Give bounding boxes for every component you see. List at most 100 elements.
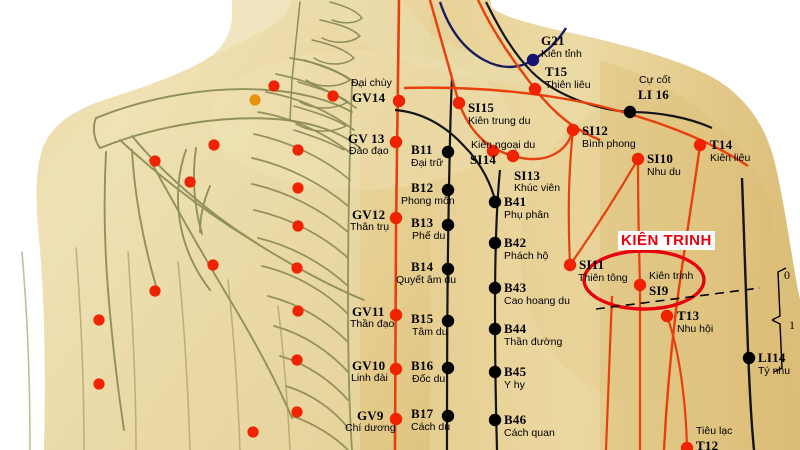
acupoint-dot-gv11[interactable] xyxy=(389,308,403,322)
acupoint-dot-b17[interactable] xyxy=(441,409,455,423)
meridian-red-t13-down xyxy=(665,315,689,449)
acupoint-dot-unlabeled[interactable] xyxy=(93,378,105,390)
acupoint-code-label: SI12 xyxy=(582,123,609,138)
acupoint-dot-gv9[interactable] xyxy=(389,412,403,426)
acupoint-code-label: T14 xyxy=(710,137,733,152)
acupoint-dot-unlabeled[interactable] xyxy=(208,139,220,151)
acupoint-dot-b41[interactable] xyxy=(488,195,502,209)
acupoint-code-label: T12 xyxy=(696,438,719,450)
acupoint-name-label: Chí dương xyxy=(345,422,396,434)
meridian-red-arm-lateral xyxy=(604,295,614,450)
acupoint-dot-b43[interactable] xyxy=(488,281,502,295)
acupoint-dot-si11[interactable] xyxy=(563,258,577,272)
acupoint-dot-b42[interactable] xyxy=(488,236,502,250)
acupoint-code-label: B11 xyxy=(411,142,433,157)
acupoint-name-label: Thần đạo xyxy=(350,318,395,330)
acupoint-dot-unlabeled[interactable] xyxy=(268,80,280,92)
acupoint-name-label: Phụ phân xyxy=(504,209,549,221)
meridian-black-arm xyxy=(740,177,756,450)
acupoint-dot-unlabeled[interactable] xyxy=(93,314,105,326)
acupoint-dot-unlabeled[interactable] xyxy=(291,354,303,366)
acupoint-name-label: Phế du xyxy=(412,230,446,242)
acupoint-name-label: Đốc du xyxy=(412,373,446,385)
acupoint-dot-b12[interactable] xyxy=(441,183,455,197)
acupoint-name-label: Khúc viên xyxy=(514,182,561,194)
meridian-red-si10-si9 xyxy=(636,158,642,286)
acupoint-dot-unlabeled[interactable] xyxy=(249,94,261,106)
acupoint-dot-unlabeled[interactable] xyxy=(291,262,303,274)
acupoint-dot-t13[interactable] xyxy=(660,309,674,323)
acupoint-dot-b13[interactable] xyxy=(441,218,455,232)
acupoint-dot-unlabeled[interactable] xyxy=(292,144,304,156)
acupoint-code-label: B17 xyxy=(411,406,434,421)
acupoint-code-label: GV11 xyxy=(352,304,385,319)
acupoint-code-label: B43 xyxy=(504,280,527,295)
acupoint-dot-t14[interactable] xyxy=(693,138,707,152)
acupoint-dot-si12[interactable] xyxy=(566,123,580,137)
acupoint-code-label: SI14 xyxy=(470,152,497,167)
acupoint-code-label: B44 xyxy=(504,321,527,336)
acupoint-dot-unlabeled[interactable] xyxy=(292,220,304,232)
acupoint-dot-gv14[interactable] xyxy=(392,94,406,108)
acupoint-name-label: Thiên liêu xyxy=(545,79,591,91)
acupoint-dot-unlabeled[interactable] xyxy=(184,176,196,188)
acupoint-code-label: T13 xyxy=(677,308,700,323)
acupoint-code-label: B12 xyxy=(411,180,434,195)
acupoint-dot-b46[interactable] xyxy=(488,413,502,427)
acupoint-dot-si13[interactable] xyxy=(506,149,520,163)
acupoint-dot-b15[interactable] xyxy=(441,314,455,328)
acupoint-dot-unlabeled[interactable] xyxy=(291,406,303,418)
acupoint-dot-t15[interactable] xyxy=(528,82,542,96)
acupoint-dot-gv13[interactable] xyxy=(389,135,403,149)
acupoint-name-label: Đào đạo xyxy=(349,145,389,157)
acupoint-name-label: Y hy xyxy=(504,379,525,391)
acupoint-code-label: SI9 xyxy=(649,283,669,298)
acupoint-dot-b45[interactable] xyxy=(488,365,502,379)
acupoint-dot-b44[interactable] xyxy=(488,322,502,336)
acupoint-dot-li14[interactable] xyxy=(742,351,756,365)
acupoint-name-label: Tý nhu xyxy=(758,365,791,377)
acupoint-dot-li16[interactable] xyxy=(623,105,637,119)
acupoint-dot-si15[interactable] xyxy=(452,96,466,110)
acupoint-name-label: Nhu du xyxy=(647,166,681,178)
acupoint-dot-b11[interactable] xyxy=(441,145,455,159)
acupoint-dot-si9[interactable] xyxy=(633,278,647,292)
meridian-red-si11-si10 xyxy=(569,158,639,266)
acupoint-code-label: G21 xyxy=(541,33,565,48)
acupoint-code-label: LI 16 xyxy=(638,87,669,102)
acupoint-dot-b14[interactable] xyxy=(441,262,455,276)
acupoint-name-label: Thiên tông xyxy=(578,272,628,284)
acupoint-dot-si14[interactable] xyxy=(486,144,500,158)
kien-trinh-callout: KIÊN TRINH xyxy=(618,231,715,250)
acupoint-name-label: Cự cốt xyxy=(639,74,671,86)
acupoint-name-label: Phong môn xyxy=(401,195,455,207)
acupoint-name-label: Cách quan xyxy=(504,427,555,439)
meridian-red-scapula-left xyxy=(567,129,575,266)
acupoint-dot-g21[interactable] xyxy=(526,53,540,67)
acupoint-code-label: LI14 xyxy=(758,350,786,365)
acupoint-code-label: GV10 xyxy=(352,358,386,373)
acupoint-dot-si10[interactable] xyxy=(631,152,645,166)
acupoint-dot-unlabeled[interactable] xyxy=(247,426,259,438)
acupoint-code-label: GV14 xyxy=(352,90,386,105)
acupoint-dot-unlabeled[interactable] xyxy=(292,182,304,194)
acupoint-code-label: B14 xyxy=(411,259,434,274)
acupoint-name-label: Quyết âm du xyxy=(396,274,457,286)
acupoint-name-label: Kiên tỉnh xyxy=(541,48,582,60)
acupoint-dot-unlabeled[interactable] xyxy=(292,305,304,317)
acupoint-code-label: B42 xyxy=(504,235,527,250)
acupoint-dot-unlabeled[interactable] xyxy=(327,90,339,102)
acupoint-dot-b16[interactable] xyxy=(441,361,455,375)
acupoint-dot-unlabeled[interactable] xyxy=(149,155,161,167)
acupoint-dot-gv12[interactable] xyxy=(389,211,403,225)
acupoint-name-label: Bình phong xyxy=(582,138,636,150)
acupoint-dot-unlabeled[interactable] xyxy=(207,259,219,271)
acupoint-dot-unlabeled[interactable] xyxy=(149,285,161,297)
acupoint-name-label: Đại trữ xyxy=(411,157,444,169)
acupoint-dot-gv10[interactable] xyxy=(389,362,403,376)
acupoint-dot-t12[interactable] xyxy=(680,441,694,450)
acupoint-name-label: Phách hộ xyxy=(504,250,549,262)
